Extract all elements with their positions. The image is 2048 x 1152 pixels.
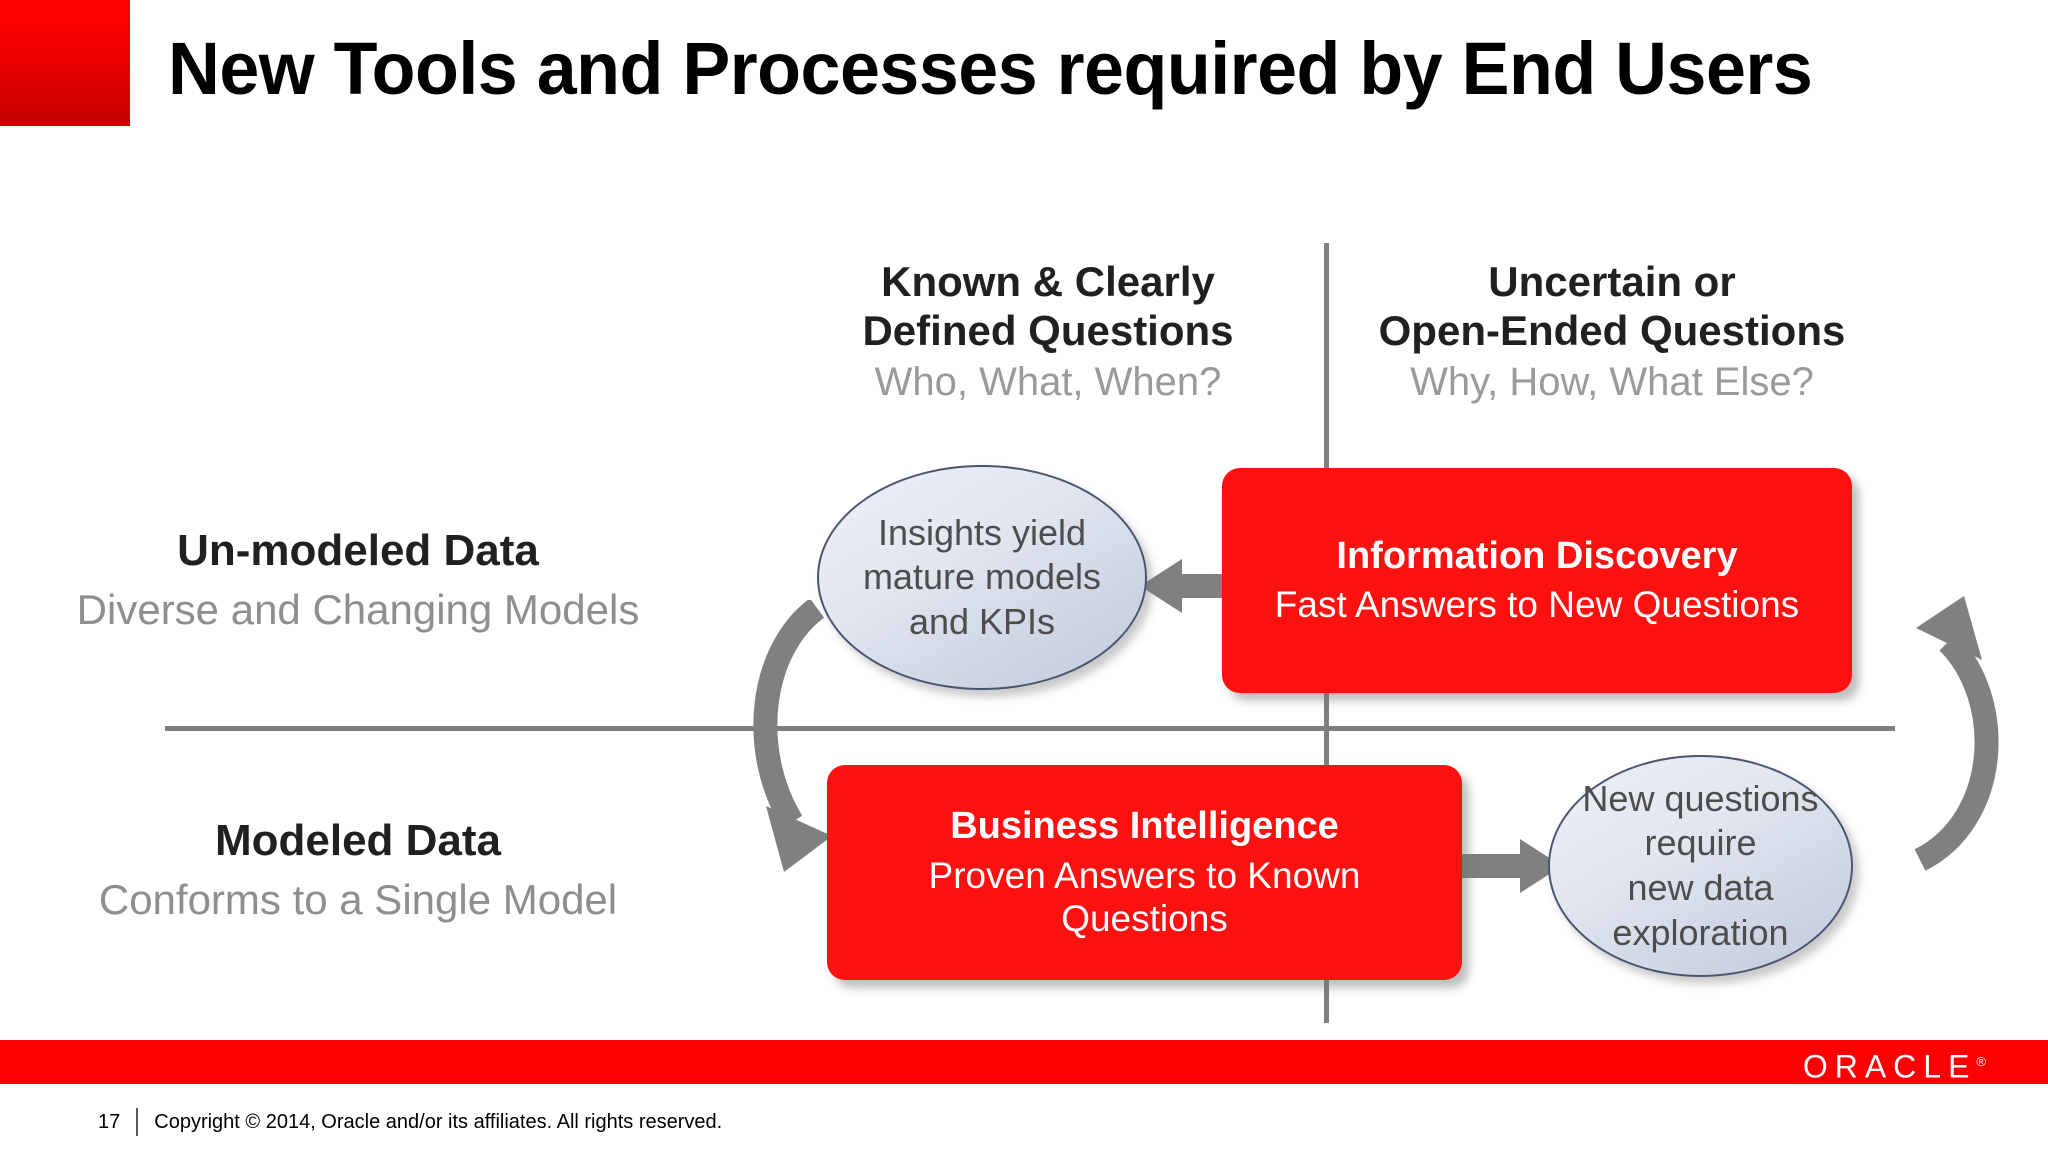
card-business-intelligence-subtitle-line1: Proven Answers to Known xyxy=(928,854,1361,896)
ellipse-new-questions: New questions require new data explorati… xyxy=(1548,755,1853,977)
quadrant-header-left-line1: Known & Clearly xyxy=(881,258,1215,305)
quadrant-header-right: Uncertain or Open-Ended Questions Why, H… xyxy=(1352,258,1872,406)
ellipse-insights-line3: and KPIs xyxy=(908,600,1056,642)
ellipse-new-questions-line1: New questions xyxy=(1582,777,1819,819)
footer-divider xyxy=(136,1108,139,1136)
ellipse-new-questions-line2: require xyxy=(1644,822,1757,864)
row-label-modeled-subtitle: Conforms to a Single Model xyxy=(98,875,618,923)
quadrant-header-right-subtitle: Why, How, What Else? xyxy=(1410,360,1814,405)
oracle-wordmark: ORACLE xyxy=(1802,1048,1977,1085)
ellipse-insights-yield: Insights yield mature models and KPIs xyxy=(817,465,1147,690)
brand-corner-block xyxy=(0,0,130,126)
oracle-logo: ORACLE® xyxy=(1803,1044,1986,1085)
footer-copyright-row: 17 Copyright © 2014, Oracle and/or its a… xyxy=(98,1108,722,1136)
row-label-unmodeled-title: Un-modeled Data xyxy=(177,526,539,575)
ellipse-insights-line1: Insights yield xyxy=(877,511,1087,553)
quadrant-header-left-line2: Defined Questions xyxy=(862,306,1234,354)
ellipse-new-questions-line3: new data xyxy=(1627,867,1774,908)
quadrant-header-right-line1: Uncertain or xyxy=(1488,258,1736,305)
card-business-intelligence: Business Intelligence Proven Answers to … xyxy=(827,765,1462,980)
card-information-discovery: Information Discovery Fast Answers to Ne… xyxy=(1222,468,1852,693)
footer-brand-bar xyxy=(0,1040,2048,1084)
row-label-modeled-title: Modeled Data xyxy=(214,816,502,865)
ellipse-insights-text: Insights yield mature models and KPIs xyxy=(863,511,1101,645)
ellipse-insights-line2: mature models xyxy=(862,556,1102,598)
quadrant-header-left-subtitle: Who, What, When? xyxy=(874,360,1222,405)
arrow-left-icon xyxy=(1140,559,1240,613)
copyright-text: Copyright © 2014, Oracle and/or its affi… xyxy=(154,1111,723,1133)
quadrant-header-left: Known & Clearly Defined Questions Who, W… xyxy=(798,258,1298,406)
arrow-right-icon xyxy=(1462,839,1562,893)
row-label-modeled-data: Modeled Data Conforms to a Single Model xyxy=(8,815,708,924)
page-title: New Tools and Processes required by End … xyxy=(168,27,1813,110)
registered-mark-icon: ® xyxy=(1976,1054,1986,1069)
ellipse-new-questions-line4: exploration xyxy=(1612,911,1789,953)
quadrant-header-right-line2: Open-Ended Questions xyxy=(1378,306,1846,354)
card-business-intelligence-subtitle-line2: Questions xyxy=(1061,898,1228,940)
ellipse-new-questions-text: New questions require new data explorati… xyxy=(1582,777,1818,956)
row-label-unmodeled-subtitle: Diverse and Changing Models xyxy=(76,585,640,633)
row-label-unmodeled-data: Un-modeled Data Diverse and Changing Mod… xyxy=(8,525,708,634)
page-number: 17 xyxy=(98,1111,121,1133)
card-information-discovery-title: Information Discovery xyxy=(1336,534,1738,577)
card-information-discovery-subtitle: Fast Answers to New Questions xyxy=(1274,584,1800,626)
horizontal-axis-divider xyxy=(165,726,1895,731)
card-business-intelligence-title: Business Intelligence xyxy=(950,805,1339,848)
